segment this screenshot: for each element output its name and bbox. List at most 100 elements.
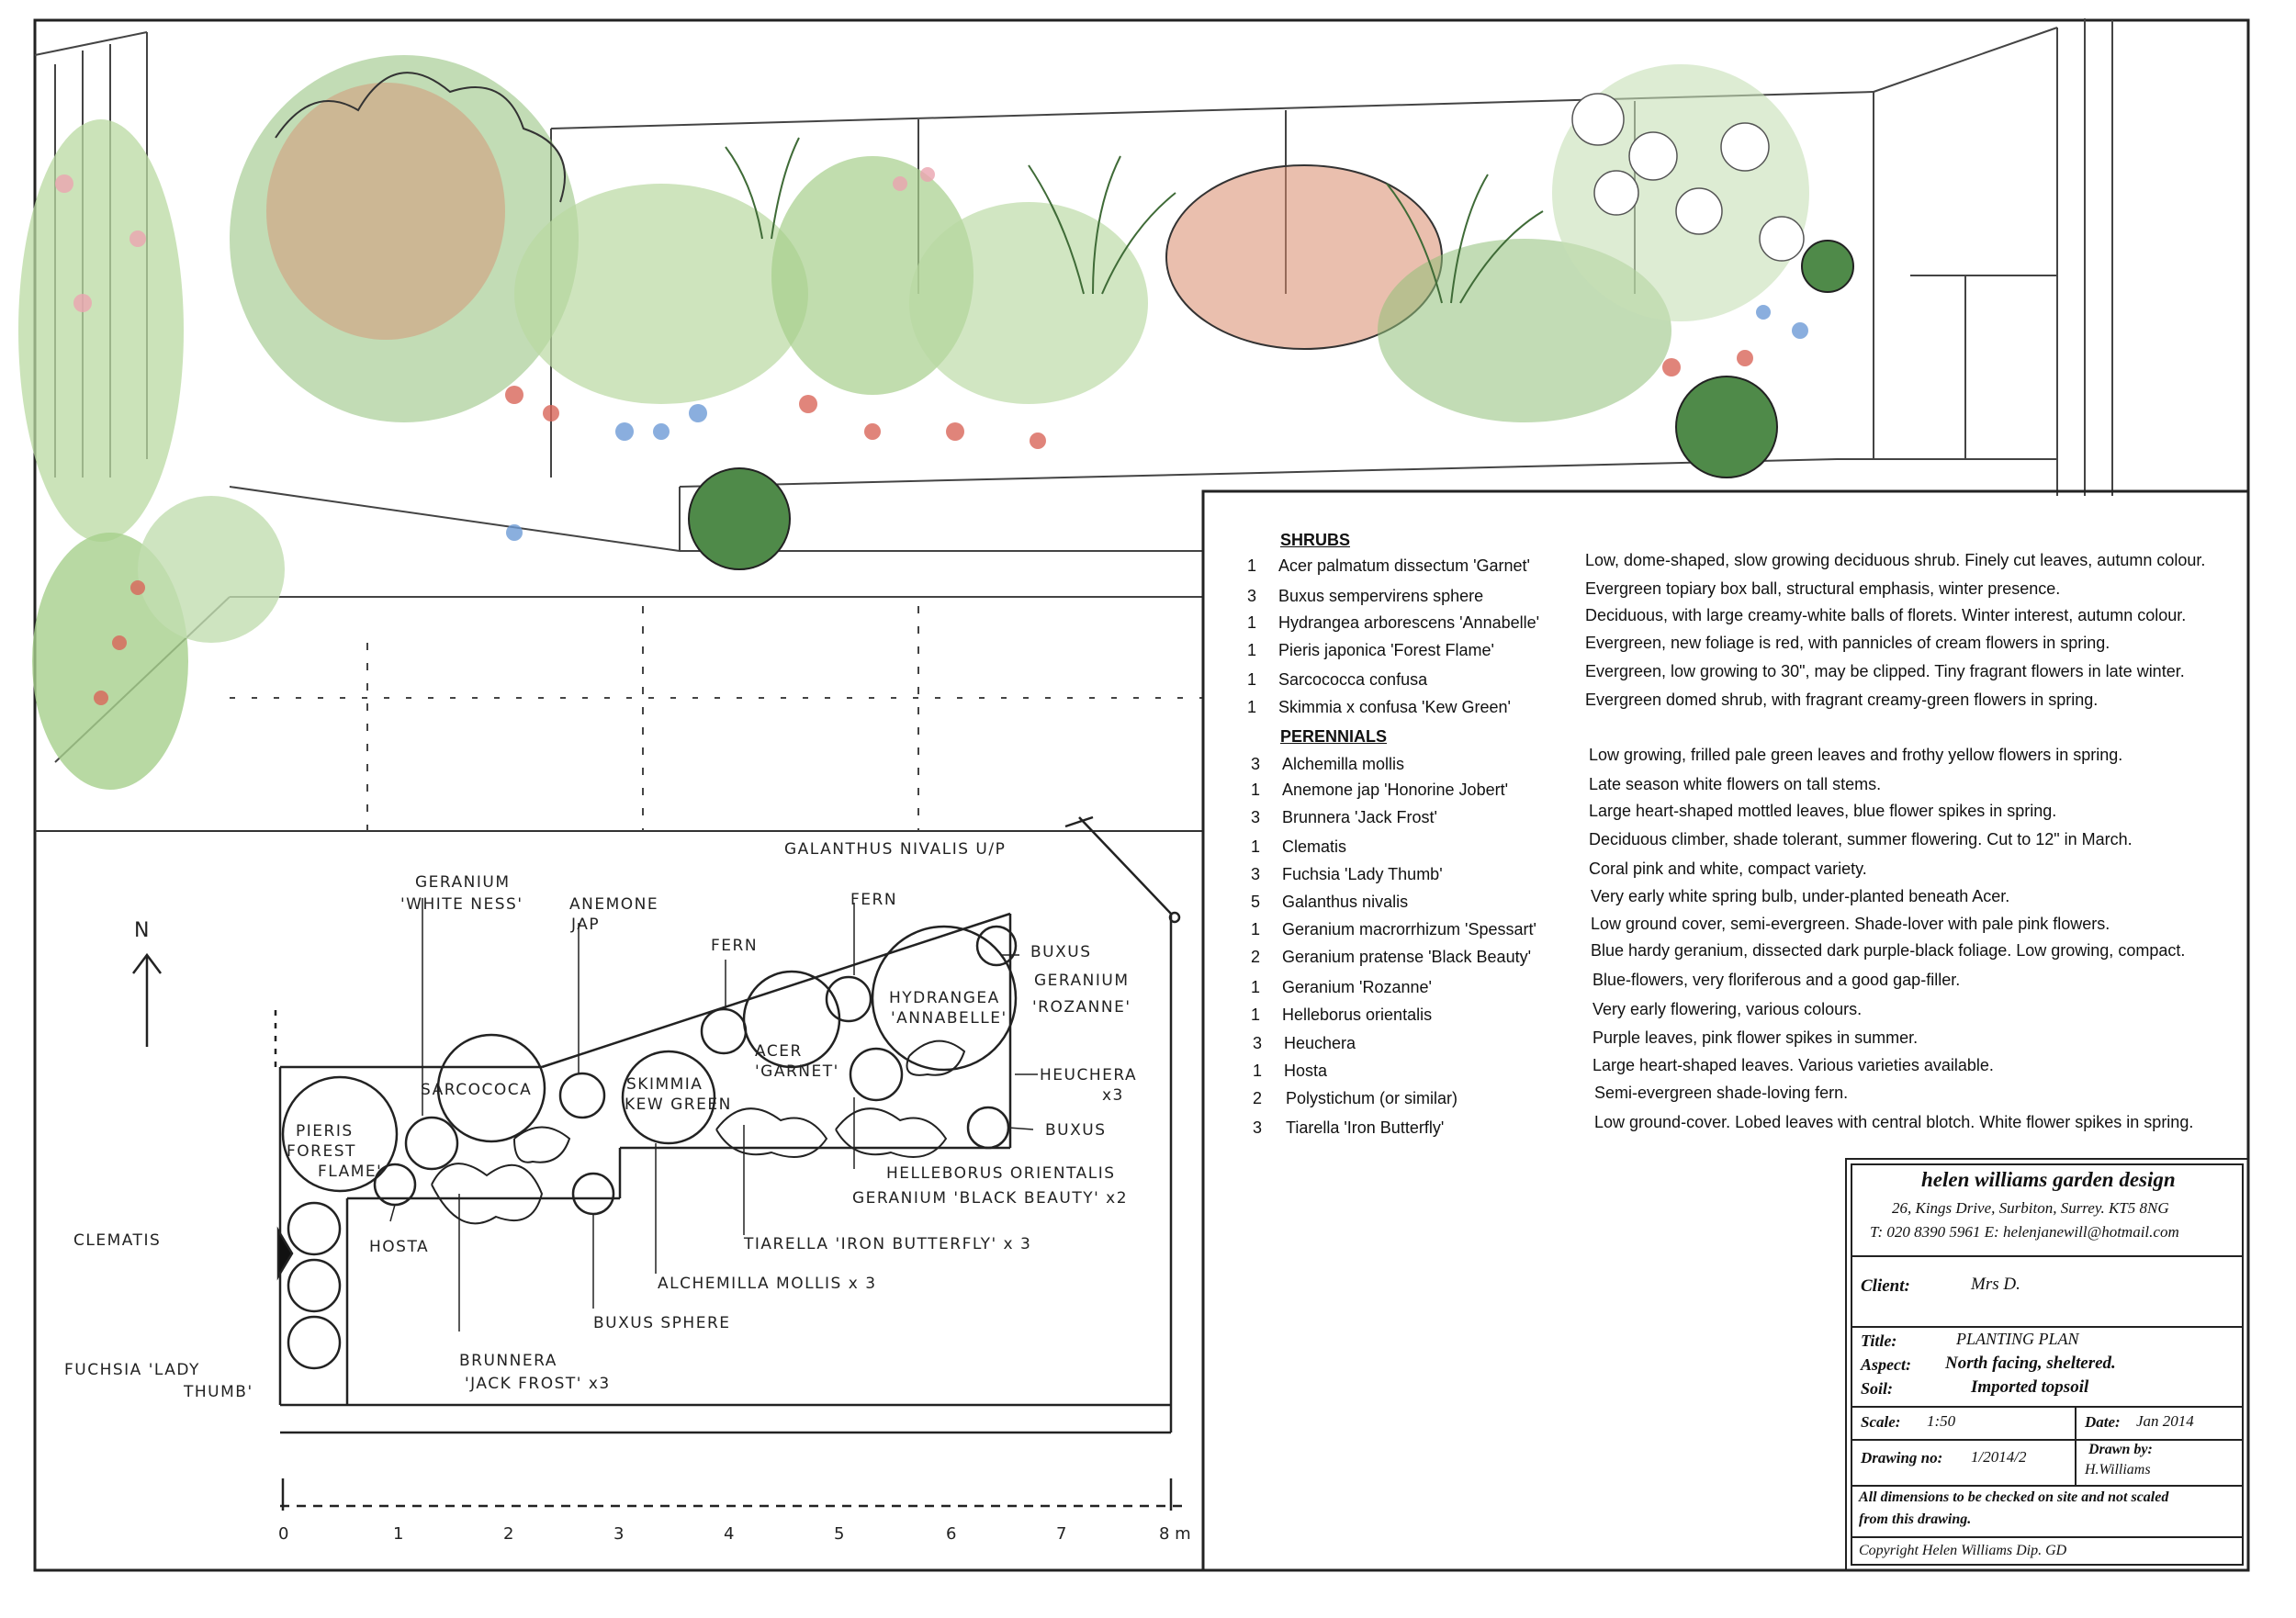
- label-geranium-whiteness-1: GERANIUM: [415, 873, 511, 892]
- shrub-name: Hydrangea arborescens 'Annabelle': [1278, 613, 1540, 632]
- scale-tick-5: 5: [834, 1524, 844, 1544]
- shrub-description: Evergreen domed shrub, with fragrant cre…: [1585, 691, 2099, 709]
- shrubs-heading: SHRUBS: [1280, 531, 1351, 549]
- perennial-name: Hosta: [1284, 1062, 1328, 1080]
- shrub-qty: 1: [1247, 670, 1257, 689]
- label-hosta: HOSTA: [369, 1238, 429, 1256]
- drawing-no-label: Drawing no:: [1861, 1449, 1943, 1466]
- scale-value: 1:50: [1927, 1412, 1956, 1430]
- drawing-no-value: 1/2014/2: [1971, 1448, 2027, 1466]
- shrub-description: Low, dome-shaped, slow growing deciduous…: [1585, 551, 2206, 569]
- label-brunnera-2: 'JACK FROST' x3: [465, 1375, 611, 1393]
- planting-plan-drawing: [132, 815, 1185, 1511]
- perennial-description: Large heart-shaped leaves. Various varie…: [1593, 1056, 1994, 1074]
- label-geranium-rozanne-1: GERANIUM: [1034, 972, 1130, 990]
- label-pieris-2: FOREST: [287, 1142, 356, 1161]
- shrub-qty: 1: [1247, 613, 1257, 632]
- shrub-name: Skimmia x confusa 'Kew Green': [1278, 698, 1511, 716]
- perennials-heading: PERENNIALS: [1280, 727, 1388, 746]
- label-fuchsia-1: FUCHSIA 'LADY: [64, 1361, 200, 1379]
- label-pieris-1: PIERIS: [296, 1122, 354, 1140]
- shrub-qty: 1: [1247, 556, 1257, 575]
- client-label: Client:: [1861, 1276, 1910, 1296]
- label-brunnera-1: BRUNNERA: [459, 1352, 557, 1370]
- company-contact: T: 020 8390 5961 E: helenjanewill@hotmai…: [1870, 1223, 2179, 1241]
- label-pieris-3: FLAME': [318, 1163, 382, 1181]
- label-hydrangea-1: HYDRANGEA: [889, 989, 1000, 1007]
- perennial-description: Low growing, frilled pale green leaves a…: [1589, 746, 2123, 764]
- title-label: Title:: [1861, 1331, 1897, 1350]
- aspect-label: Aspect:: [1861, 1355, 1911, 1374]
- client-value: Mrs D.: [1971, 1275, 2020, 1294]
- perennial-name: Tiarella 'Iron Butterfly': [1286, 1118, 1445, 1137]
- shrub-description: Evergreen topiary box ball, structural e…: [1585, 579, 2061, 598]
- perennial-name: Geranium 'Rozanne': [1282, 978, 1432, 996]
- perennial-description: Low ground cover, semi-evergreen. Shade-…: [1591, 915, 2110, 933]
- plan-labels: GERANIUM 'WHITE NESS' ANEMONE JAP GALANT…: [64, 840, 1136, 1401]
- label-heuchera-2: x3: [1102, 1086, 1124, 1105]
- perennial-description: Late season white flowers on tall stems.: [1589, 775, 1882, 793]
- label-geranium-rozanne-2: 'ROZANNE': [1032, 998, 1131, 1017]
- note-line-1: All dimensions to be checked on site and…: [1859, 1489, 2169, 1505]
- label-buxus-top: BUXUS: [1030, 943, 1092, 961]
- perennial-name: Geranium pratense 'Black Beauty': [1282, 948, 1532, 966]
- perennial-qty: 1: [1251, 781, 1261, 799]
- perennial-name: Clematis: [1282, 837, 1347, 856]
- soil-label: Soil:: [1861, 1379, 1894, 1398]
- north-arrow: [132, 952, 162, 1047]
- perennial-qty: 1: [1251, 837, 1261, 856]
- company-address: 26, Kings Drive, Surbiton, Surrey. KT5 8…: [1892, 1199, 2169, 1217]
- note-line-2: from this drawing.: [1859, 1511, 1972, 1527]
- drawn-by-label: Drawn by:: [2088, 1442, 2153, 1457]
- scale-tick-4: 4: [724, 1524, 734, 1544]
- label-skimmia-1: SKIMMIA: [626, 1075, 703, 1094]
- aspect-value: North facing, sheltered.: [1945, 1354, 2116, 1373]
- perennial-qty: 2: [1251, 948, 1261, 966]
- perennial-description: Purple leaves, pink flower spikes in sum…: [1593, 1028, 1919, 1047]
- soil-value: Imported topsoil: [1971, 1377, 2089, 1397]
- perennial-qty: 2: [1253, 1089, 1263, 1107]
- shrub-description: Deciduous, with large creamy-white balls…: [1585, 606, 2187, 624]
- perennial-description: Coral pink and white, compact variety.: [1589, 860, 1867, 878]
- label-acer-1: ACER: [755, 1042, 803, 1061]
- perennial-description: Large heart-shaped mottled leaves, blue …: [1589, 802, 2057, 820]
- scale-bar-labels: 0 1 2 3 4 5 6 7 8 m: [278, 1524, 1191, 1544]
- shrub-qty: 1: [1247, 698, 1257, 716]
- perennial-name: Helleborus orientalis: [1282, 1006, 1433, 1024]
- perennial-qty: 5: [1251, 893, 1261, 911]
- scale-tick-6: 6: [946, 1524, 956, 1544]
- label-alchemilla: ALCHEMILLA MOLLIS x 3: [658, 1275, 877, 1293]
- perennial-qty: 1: [1253, 1062, 1263, 1080]
- company-name: helen williams garden design: [1921, 1168, 2176, 1191]
- perennial-description: Blue-flowers, very floriferous and a goo…: [1593, 971, 1961, 989]
- label-galanthus: GALANTHUS NIVALIS U/P: [784, 840, 1006, 859]
- scale-tick-2: 2: [503, 1524, 513, 1544]
- scale-tick-1: 1: [393, 1524, 403, 1544]
- label-anemone-2: JAP: [570, 916, 600, 934]
- label-helleborus: HELLEBORUS ORIENTALIS: [886, 1164, 1116, 1183]
- shrub-qty: 3: [1247, 587, 1257, 605]
- title-block-frame: [1845, 1158, 2249, 1571]
- scale-tick-0: 0: [278, 1524, 288, 1544]
- shrub-name: Buxus sempervirens sphere: [1278, 587, 1484, 605]
- label-clematis: CLEMATIS: [73, 1231, 161, 1250]
- perennial-qty: 3: [1251, 755, 1261, 773]
- shrub-name: Pieris japonica 'Forest Flame': [1278, 641, 1494, 659]
- north-label: N: [134, 919, 151, 942]
- perennial-description: Blue hardy geranium, dissected dark purp…: [1591, 941, 2186, 960]
- perennial-qty: 3: [1253, 1034, 1263, 1052]
- perennial-qty: 3: [1253, 1118, 1263, 1137]
- perennial-description: Low ground-cover. Lobed leaves with cent…: [1594, 1113, 2194, 1131]
- label-geranium-black-beauty: GERANIUM 'BLACK BEAUTY' x2: [852, 1189, 1128, 1208]
- scale-tick-8: 8 m: [1159, 1524, 1191, 1544]
- label-tiarella: TIARELLA 'IRON BUTTERFLY' x 3: [743, 1235, 1031, 1253]
- perennial-name: Galanthus nivalis: [1282, 893, 1409, 911]
- shrub-qty: 1: [1247, 641, 1257, 659]
- perennial-name: Anemone jap 'Honorine Jobert': [1282, 781, 1509, 799]
- label-fern-2: FERN: [850, 891, 897, 909]
- copyright: Copyright Helen Williams Dip. GD: [1859, 1543, 2067, 1558]
- title-value: PLANTING PLAN: [1956, 1330, 2079, 1348]
- scale-tick-3: 3: [613, 1524, 624, 1544]
- label-acer-2: 'GARNET': [755, 1062, 839, 1081]
- perennial-qty: 3: [1251, 865, 1261, 883]
